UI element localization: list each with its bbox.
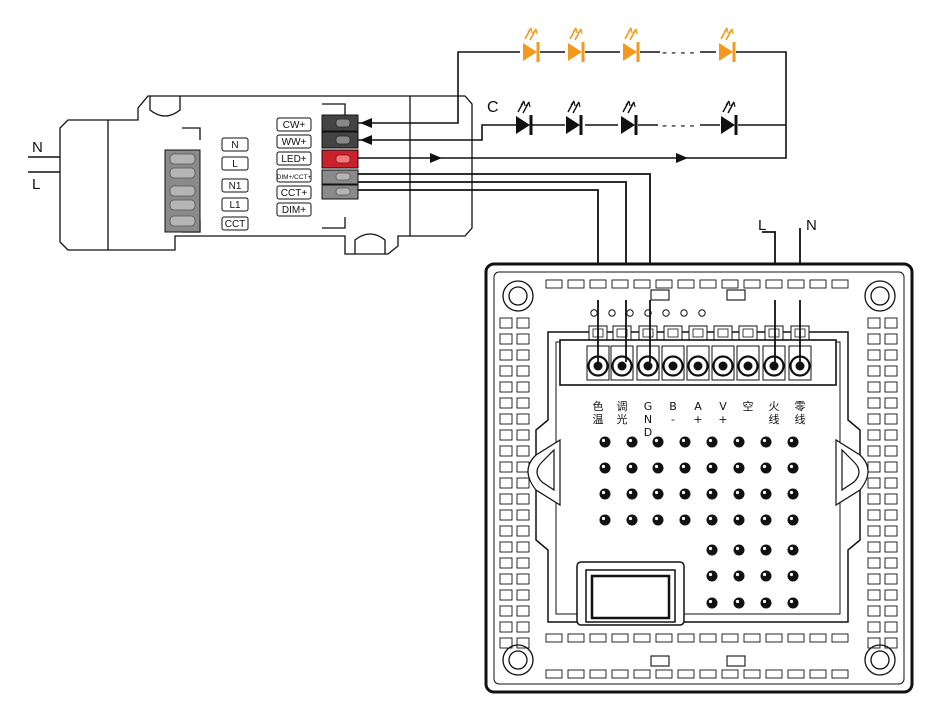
left-terminal-block xyxy=(164,149,201,233)
terminal-label-char: 线 xyxy=(795,412,806,426)
mains-l-label: L xyxy=(32,176,40,193)
driver-terminal-l: L xyxy=(232,159,238,170)
driver-terminal-led: LED+ xyxy=(281,154,306,165)
terminal-label-char: 空 xyxy=(743,399,754,413)
led-icon xyxy=(619,99,638,137)
terminal-label-char: B xyxy=(669,400,677,413)
driver-terminal-n: N xyxy=(231,140,238,151)
terminal-label-char: + xyxy=(693,413,702,426)
terminal-label-char: - xyxy=(671,413,675,426)
driver-terminal-ww: WW+ xyxy=(282,137,307,148)
led-icon xyxy=(719,99,738,137)
terminal-label-char: 火 xyxy=(769,400,780,413)
led-icon xyxy=(564,99,583,137)
panel-supply-n-label: N xyxy=(806,217,817,234)
switch-panel: 色温调光GNDB-A+V+空火线零线 xyxy=(484,262,914,694)
orange-led-icon xyxy=(717,26,736,64)
terminal-label-char: 线 xyxy=(769,412,780,426)
orange-led-string xyxy=(521,26,736,64)
pin-matrix xyxy=(599,436,799,609)
orange-led-icon xyxy=(566,26,585,64)
mains-n-label: N xyxy=(32,139,43,156)
driver-terminal-cct: CCT xyxy=(225,219,246,230)
driver-led-wires xyxy=(358,51,787,159)
led-driver xyxy=(59,95,473,255)
driver-terminal-dim-cct: DIM+/CCT+ xyxy=(277,174,312,181)
driver-terminal-dim: DIM+ xyxy=(282,205,306,216)
left-terminal-labels: N L N1 L1 CCT xyxy=(221,137,249,231)
orange-led-icon xyxy=(521,26,540,64)
wire-arrows xyxy=(360,118,688,163)
driver-terminal-l1: L1 xyxy=(229,200,241,211)
terminal-label-char: 色 xyxy=(593,399,604,413)
terminal-label-char: A xyxy=(694,400,702,413)
driver-terminal-n1: N1 xyxy=(229,181,242,192)
terminal-label-char: G xyxy=(644,400,653,413)
driver-terminal-cw: CW+ xyxy=(283,120,306,131)
terminal-label-char: 温 xyxy=(593,413,604,426)
terminal-label-char: V xyxy=(719,400,727,413)
terminal-wire-stubs xyxy=(597,300,801,362)
led-icon xyxy=(514,99,533,137)
terminal-label-char: + xyxy=(718,413,727,426)
led-string-c-label: C xyxy=(487,99,499,116)
panel-supply-l-label: L xyxy=(758,217,766,234)
right-terminal-block xyxy=(321,114,359,200)
terminal-label-char: 零 xyxy=(795,400,806,413)
orange-led-icon xyxy=(621,26,640,64)
dark-led-string xyxy=(514,99,738,137)
terminal-strip xyxy=(586,345,812,381)
terminal-label-char: D xyxy=(644,426,652,439)
terminal-label-char: 调 xyxy=(617,400,628,413)
terminal-labels: 色温调光GNDB-A+V+空火线零线 xyxy=(593,399,806,439)
terminal-label-char: 光 xyxy=(617,412,628,426)
terminal-label-char: N xyxy=(644,413,652,426)
driver-terminal-cct-plus: CCT+ xyxy=(281,188,308,199)
dark-string-ellipsis: - - - - xyxy=(662,117,694,134)
orange-string-ellipsis: - - - - xyxy=(662,44,694,61)
right-terminal-labels: CW+ WW+ LED+ DIM+/CCT+ CCT+ DIM+ xyxy=(276,117,312,217)
